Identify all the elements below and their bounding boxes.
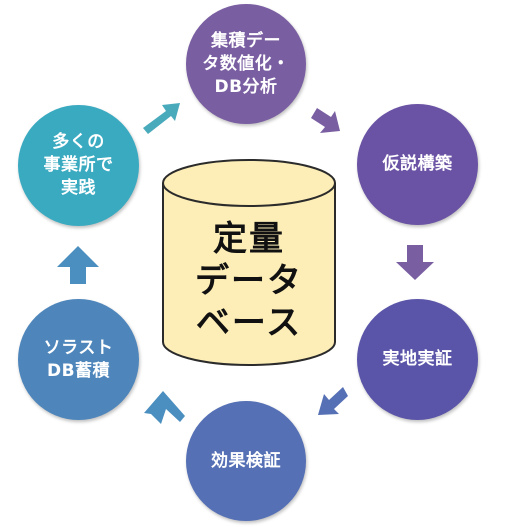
center-database-label: 定量 データ ベース	[195, 219, 303, 343]
database-cylinder	[162, 159, 336, 366]
node-solast-db-label: ソラスト DB蓄積	[43, 337, 114, 381]
arrow-practice-to-aggregation	[143, 103, 180, 134]
node-data-aggregation: 集積デー タ数値化・ DB分析	[186, 4, 306, 124]
arrow-effect-to-solast	[144, 391, 185, 424]
node-field-verification: 実地実証	[357, 299, 478, 420]
arrow-field-to-effect	[318, 387, 348, 415]
arrow-hypothesis-to-field	[396, 245, 434, 280]
node-effect-verification-label: 効果検証	[211, 450, 281, 471]
node-hypothesis: 仮説構築	[357, 104, 478, 225]
node-field-verification-label: 実地実証	[382, 349, 453, 369]
node-solast-db: ソラスト DB蓄積	[18, 299, 139, 420]
node-effect-verification: 効果検証	[186, 401, 306, 521]
node-hypothesis-label: 仮説構築	[382, 154, 453, 174]
node-practice: 多くの 事業所で 実践	[18, 105, 139, 226]
node-data-aggregation-label: 集積デー タ数値化・ DB分析	[202, 30, 290, 97]
arrow-solast-to-practice	[57, 246, 99, 284]
cylinder-top	[162, 159, 336, 207]
cylinder-body	[162, 183, 336, 366]
node-practice-label: 多くの 事業所で 実践	[43, 132, 114, 198]
arrow-aggregation-to-hypothesis	[311, 108, 340, 133]
